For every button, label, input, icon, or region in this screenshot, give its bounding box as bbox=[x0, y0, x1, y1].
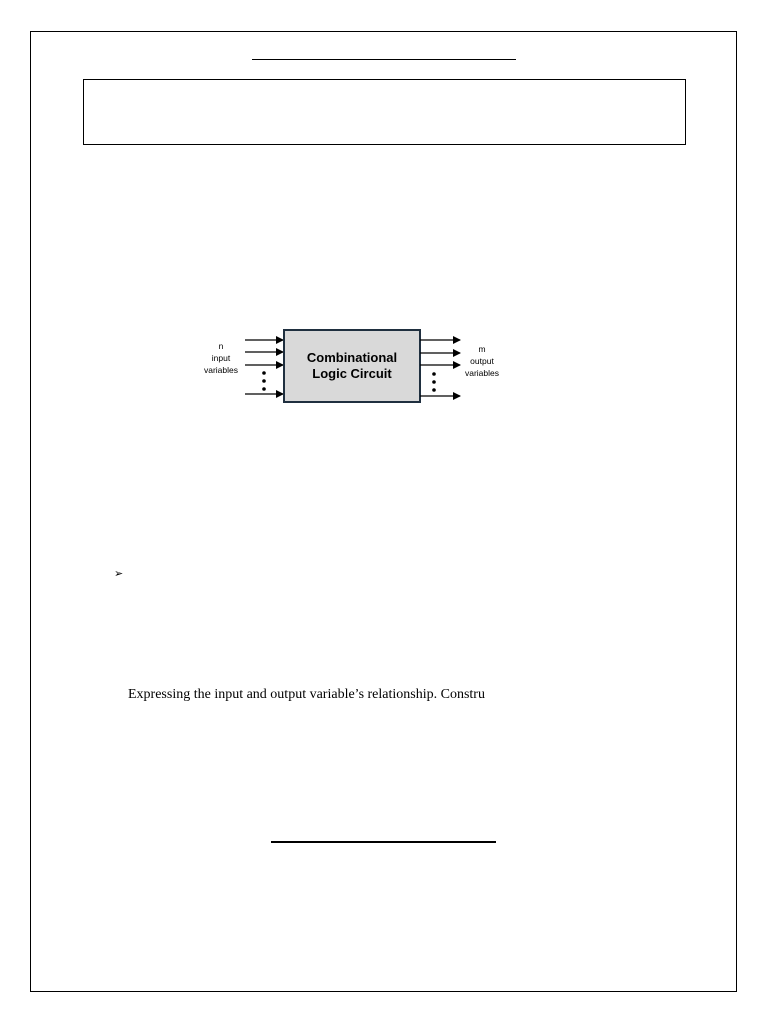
combinational-logic-diagram: Combinational Logic Circuit n input vari… bbox=[190, 322, 520, 412]
input-ellipsis-dot bbox=[262, 371, 266, 375]
block-label-line1: Combinational bbox=[307, 350, 397, 365]
list-bullet-arrow: ➢ bbox=[114, 567, 124, 580]
title-box bbox=[83, 79, 686, 145]
page-border bbox=[30, 31, 737, 992]
inputs-label-line2: input bbox=[212, 353, 231, 363]
outputs-label-line3: variables bbox=[465, 368, 499, 378]
diagram-svg: Combinational Logic Circuit n input vari… bbox=[204, 329, 499, 403]
body-paragraph: Expressing the input and output variable… bbox=[128, 687, 485, 702]
output-ellipsis-dot bbox=[432, 372, 436, 376]
heading-underline bbox=[252, 59, 516, 60]
output-ellipsis-dot bbox=[432, 388, 436, 392]
inputs-label-line1: n bbox=[219, 341, 224, 351]
logic-block bbox=[283, 329, 421, 403]
inputs-label-line3: variables bbox=[204, 365, 238, 375]
input-ellipsis-dot bbox=[262, 379, 266, 383]
outputs-label-line1: m bbox=[478, 344, 485, 354]
bottom-rule bbox=[271, 841, 496, 843]
block-label-line2: Logic Circuit bbox=[312, 366, 392, 381]
outputs-label-line2: output bbox=[470, 356, 494, 366]
output-ellipsis-dot bbox=[432, 380, 436, 384]
input-ellipsis-dot bbox=[262, 387, 266, 391]
